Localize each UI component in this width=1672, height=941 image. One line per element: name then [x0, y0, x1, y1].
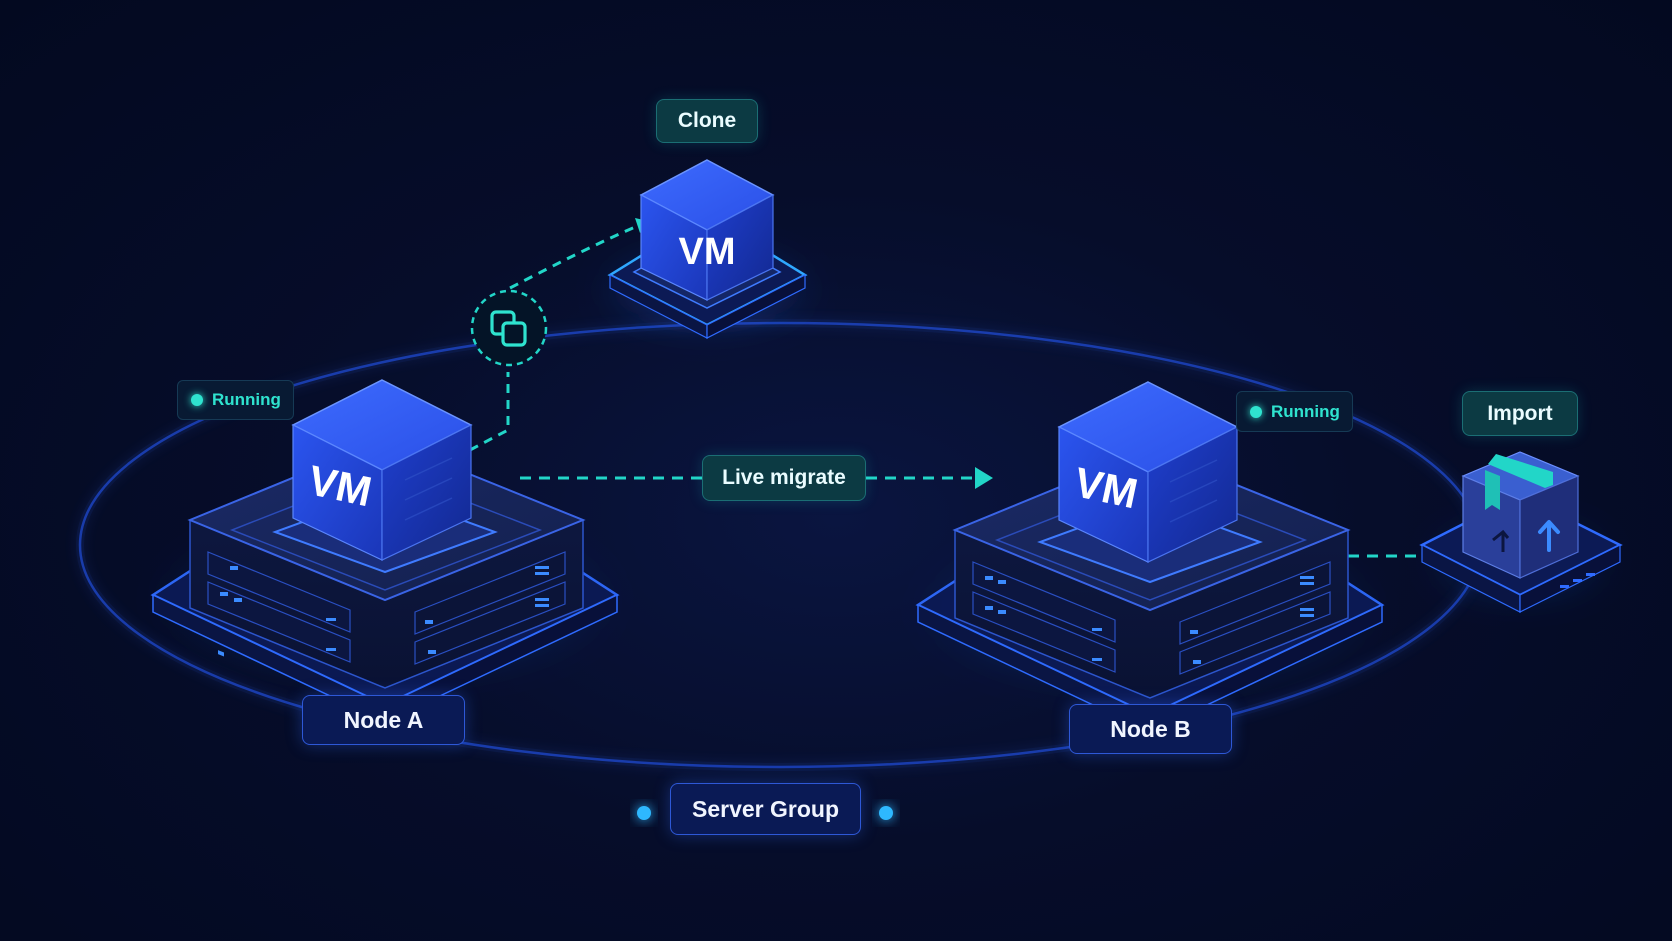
clone-path	[469, 218, 648, 452]
clone-vm: VM	[597, 159, 817, 339]
status-dot	[191, 394, 203, 406]
node-b-label: Node B	[1069, 704, 1232, 754]
copy-icon	[490, 310, 527, 347]
node-b-drive-bays-left	[972, 561, 1116, 673]
node-b-drive-bays-right	[1179, 561, 1331, 675]
node-b-status-badge: Running	[1236, 391, 1353, 432]
live-migrate-path	[520, 467, 993, 489]
import-package	[1419, 451, 1623, 613]
node-a-vm-cube: VM	[291, 379, 473, 561]
node-a-server	[150, 438, 620, 724]
clone-vm-label: VM	[679, 231, 736, 273]
live-migrate-arrowhead	[975, 467, 993, 489]
import-label: Import	[1462, 391, 1578, 436]
node-a-drive-bays-left	[207, 551, 351, 663]
ring-connector-dot-right	[879, 806, 893, 820]
live-migrate-label: Live migrate	[702, 455, 866, 501]
status-dot	[1250, 405, 1262, 418]
node-a-label: Node A	[302, 695, 465, 745]
node-a-status-badge: Running	[177, 380, 294, 420]
node-b-status-text: Running	[1271, 401, 1340, 421]
server-group-label: Server Group	[670, 783, 861, 835]
node-a-drive-bays-right	[414, 551, 566, 665]
node-b-vm-cube: VM	[1057, 381, 1239, 563]
arrow-up-icon	[1538, 520, 1560, 552]
clone-label: Clone	[656, 99, 758, 143]
node-a-status-text: Running	[212, 390, 281, 409]
ring-connector-dot-left	[637, 806, 651, 820]
package-icon	[1461, 451, 1580, 579]
